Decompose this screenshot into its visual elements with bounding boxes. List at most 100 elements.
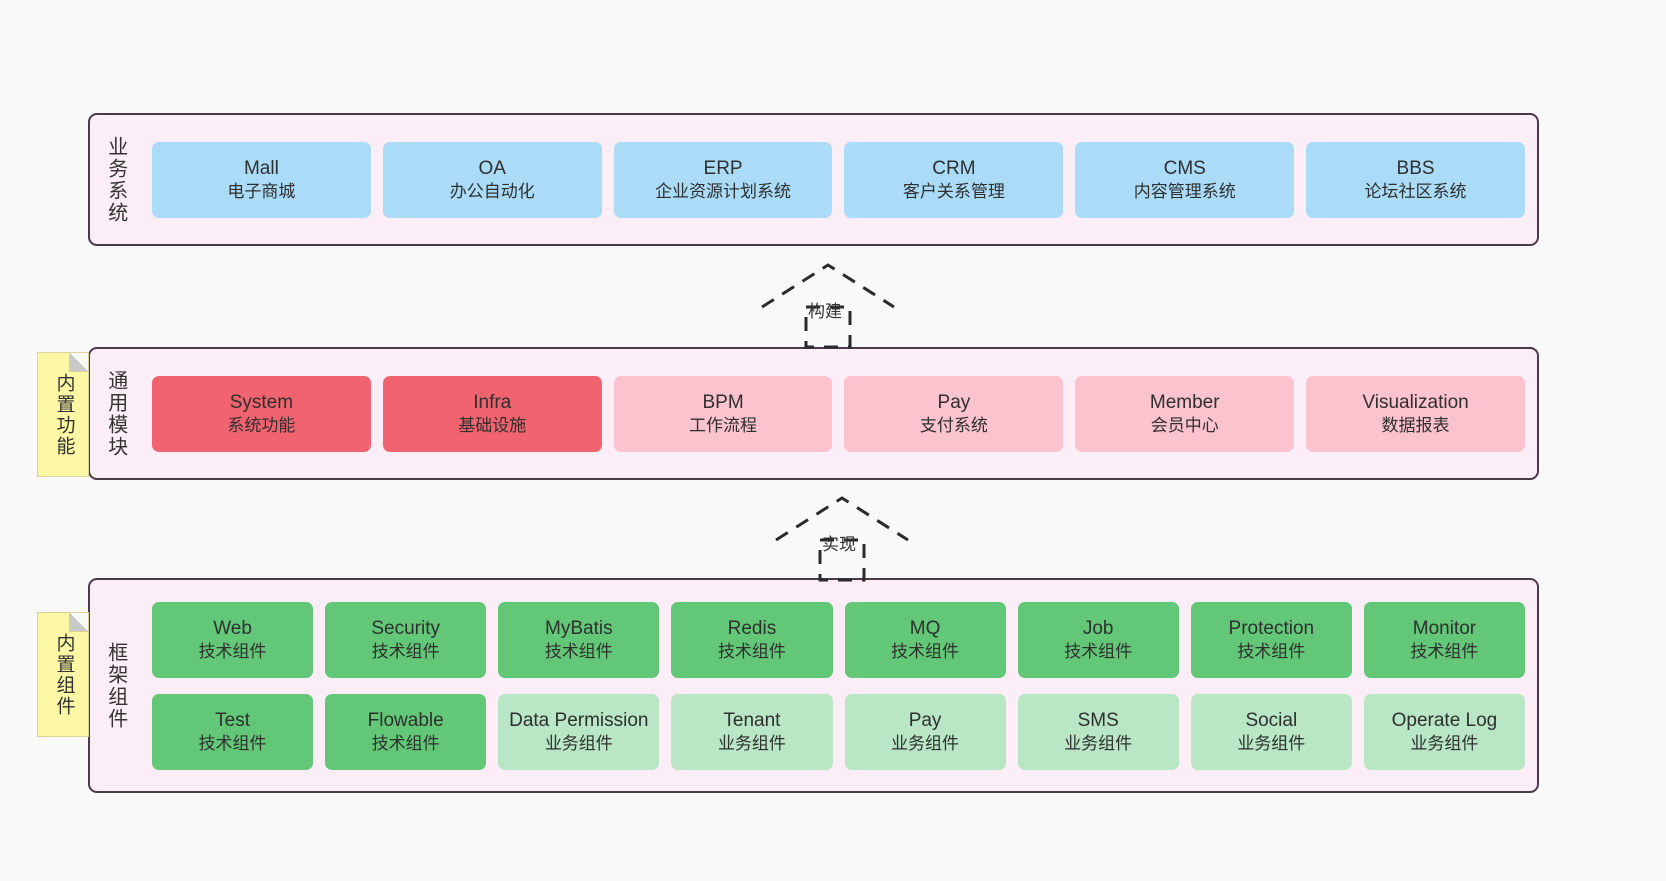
card-web[interactable]: Web 技术组件	[152, 601, 314, 678]
card-flowable[interactable]: Flowable 技术组件	[325, 693, 487, 770]
card-bpm[interactable]: BPM 工作流程	[613, 375, 833, 452]
layer-label-framework-component: 框架组件	[104, 641, 127, 730]
card-title: Pay	[908, 710, 942, 732]
card-subtitle: 业务组件	[717, 733, 786, 753]
card-subtitle: 技术组件	[371, 641, 440, 661]
card-operate-log[interactable]: Operate Log 业务组件	[1363, 693, 1525, 770]
card-crm[interactable]: CRM 客户关系管理	[844, 141, 1064, 218]
card-test[interactable]: Test 技术组件	[152, 693, 314, 770]
card-pay-business[interactable]: Pay 业务组件	[844, 693, 1006, 770]
sticky-note-builtin-functions: 内置功能	[37, 352, 89, 477]
card-mq[interactable]: MQ 技术组件	[844, 601, 1006, 678]
arrow-shaft	[818, 538, 866, 582]
card-title: Member	[1149, 392, 1220, 414]
card-title: Web	[213, 618, 252, 640]
card-title: MQ	[909, 618, 941, 640]
card-subtitle: 业务组件	[891, 733, 960, 753]
card-title: Mall	[243, 158, 279, 180]
connector-implement: 实现	[772, 492, 912, 582]
card-title: Test	[215, 710, 250, 732]
card-infra[interactable]: Infra 基础设施	[382, 375, 602, 452]
card-title: CMS	[1163, 158, 1206, 180]
card-cms[interactable]: CMS 内容管理系统	[1075, 141, 1295, 218]
sticky-note-builtin-components: 内置组件	[37, 612, 89, 737]
card-tenant[interactable]: Tenant 业务组件	[671, 693, 833, 770]
card-subtitle: 技术组件	[371, 733, 440, 753]
card-visualization[interactable]: Visualization 数据报表	[1306, 375, 1525, 452]
card-subtitle: 基础设施	[458, 415, 527, 435]
card-protection[interactable]: Protection 技术组件	[1190, 601, 1352, 678]
card-pay[interactable]: Pay 支付系统	[844, 375, 1064, 452]
card-subtitle: 业务组件	[1410, 733, 1479, 753]
card-erp[interactable]: ERP 企业资源计划系统	[613, 141, 833, 218]
card-monitor[interactable]: Monitor 技术组件	[1363, 601, 1525, 678]
card-subtitle: 技术组件	[1064, 641, 1133, 661]
card-title: Monitor	[1412, 618, 1477, 640]
card-row: Test 技术组件 Flowable 技术组件 Data Permission …	[152, 693, 1525, 770]
card-title: BBS	[1396, 158, 1435, 180]
card-subtitle: 论坛社区系统	[1364, 181, 1467, 201]
card-subtitle: 技术组件	[198, 733, 267, 753]
card-subtitle: 业务组件	[1064, 733, 1133, 753]
card-subtitle: 业务组件	[1237, 733, 1306, 753]
card-subtitle: 电子商城	[227, 181, 296, 201]
card-system[interactable]: System 系统功能	[152, 375, 371, 452]
card-title: Data Permission	[509, 710, 649, 732]
layer-body-common-module: System 系统功能 Infra 基础设施 BPM 工作流程 Pay 支付系统…	[140, 349, 1537, 478]
card-title: Job	[1082, 618, 1114, 640]
card-subtitle: 会员中心	[1150, 415, 1219, 435]
card-title: Visualization	[1362, 392, 1469, 414]
card-title: BPM	[702, 392, 744, 414]
card-row: Web 技术组件 Security 技术组件 MyBatis 技术组件 Redi…	[152, 601, 1525, 678]
arrow-shaft	[804, 305, 852, 349]
card-subtitle: 企业资源计划系统	[655, 181, 792, 201]
layer-business-system: 业务系统 Mall 电子商城 OA 办公自动化 ERP 企业资源计划系统 CRM…	[88, 113, 1539, 246]
card-subtitle: 客户关系管理	[902, 181, 1005, 201]
card-mybatis[interactable]: MyBatis 技术组件	[498, 601, 660, 678]
card-redis[interactable]: Redis 技术组件	[671, 601, 833, 678]
card-title: Redis	[727, 618, 777, 640]
card-title: Security	[371, 618, 440, 640]
card-title: System	[229, 392, 294, 414]
card-title: Protection	[1228, 618, 1315, 640]
card-title: ERP	[703, 158, 743, 180]
connector-build: 构建	[758, 259, 898, 349]
connector-implement-label: 实现	[822, 535, 856, 554]
arrow-head-triangle	[761, 263, 895, 309]
card-oa[interactable]: OA 办公自动化	[382, 141, 602, 218]
layer-label-business-system: 业务系统	[104, 135, 127, 224]
connector-build-label: 构建	[808, 302, 842, 321]
card-title: Infra	[473, 392, 512, 414]
card-row: System 系统功能 Infra 基础设施 BPM 工作流程 Pay 支付系统…	[152, 375, 1525, 452]
card-subtitle: 技术组件	[1237, 641, 1306, 661]
card-subtitle: 支付系统	[919, 415, 988, 435]
card-subtitle: 技术组件	[1410, 641, 1479, 661]
layer-body-framework-component: Web 技术组件 Security 技术组件 MyBatis 技术组件 Redi…	[140, 580, 1537, 791]
card-title: SMS	[1077, 710, 1119, 732]
card-data-permission[interactable]: Data Permission 业务组件	[498, 693, 660, 770]
card-title: OA	[478, 158, 506, 180]
card-subtitle: 技术组件	[198, 641, 267, 661]
arrow-head-triangle	[775, 496, 909, 542]
card-title: MyBatis	[545, 618, 613, 640]
card-mall[interactable]: Mall 电子商城	[152, 141, 371, 218]
card-subtitle: 系统功能	[227, 415, 296, 435]
card-subtitle: 技术组件	[717, 641, 786, 661]
card-row: Mall 电子商城 OA 办公自动化 ERP 企业资源计划系统 CRM 客户关系…	[152, 141, 1525, 218]
card-subtitle: 数据报表	[1381, 415, 1450, 435]
layer-label-common-module: 通用模块	[104, 369, 127, 458]
card-job[interactable]: Job 技术组件	[1017, 601, 1179, 678]
card-subtitle: 技术组件	[891, 641, 960, 661]
layer-common-module: 通用模块 System 系统功能 Infra 基础设施 BPM 工作流程 Pay…	[88, 347, 1539, 480]
layer-framework-component: 框架组件 Web 技术组件 Security 技术组件 MyBatis 技术组件…	[88, 578, 1539, 793]
card-social[interactable]: Social 业务组件	[1190, 693, 1352, 770]
card-security[interactable]: Security 技术组件	[325, 601, 487, 678]
card-title: Pay	[937, 392, 971, 414]
card-subtitle: 办公自动化	[449, 181, 535, 201]
card-member[interactable]: Member 会员中心	[1075, 375, 1295, 452]
card-title: Tenant	[723, 710, 781, 732]
card-title: Flowable	[367, 710, 444, 732]
card-bbs[interactable]: BBS 论坛社区系统	[1306, 141, 1525, 218]
card-sms[interactable]: SMS 业务组件	[1017, 693, 1179, 770]
